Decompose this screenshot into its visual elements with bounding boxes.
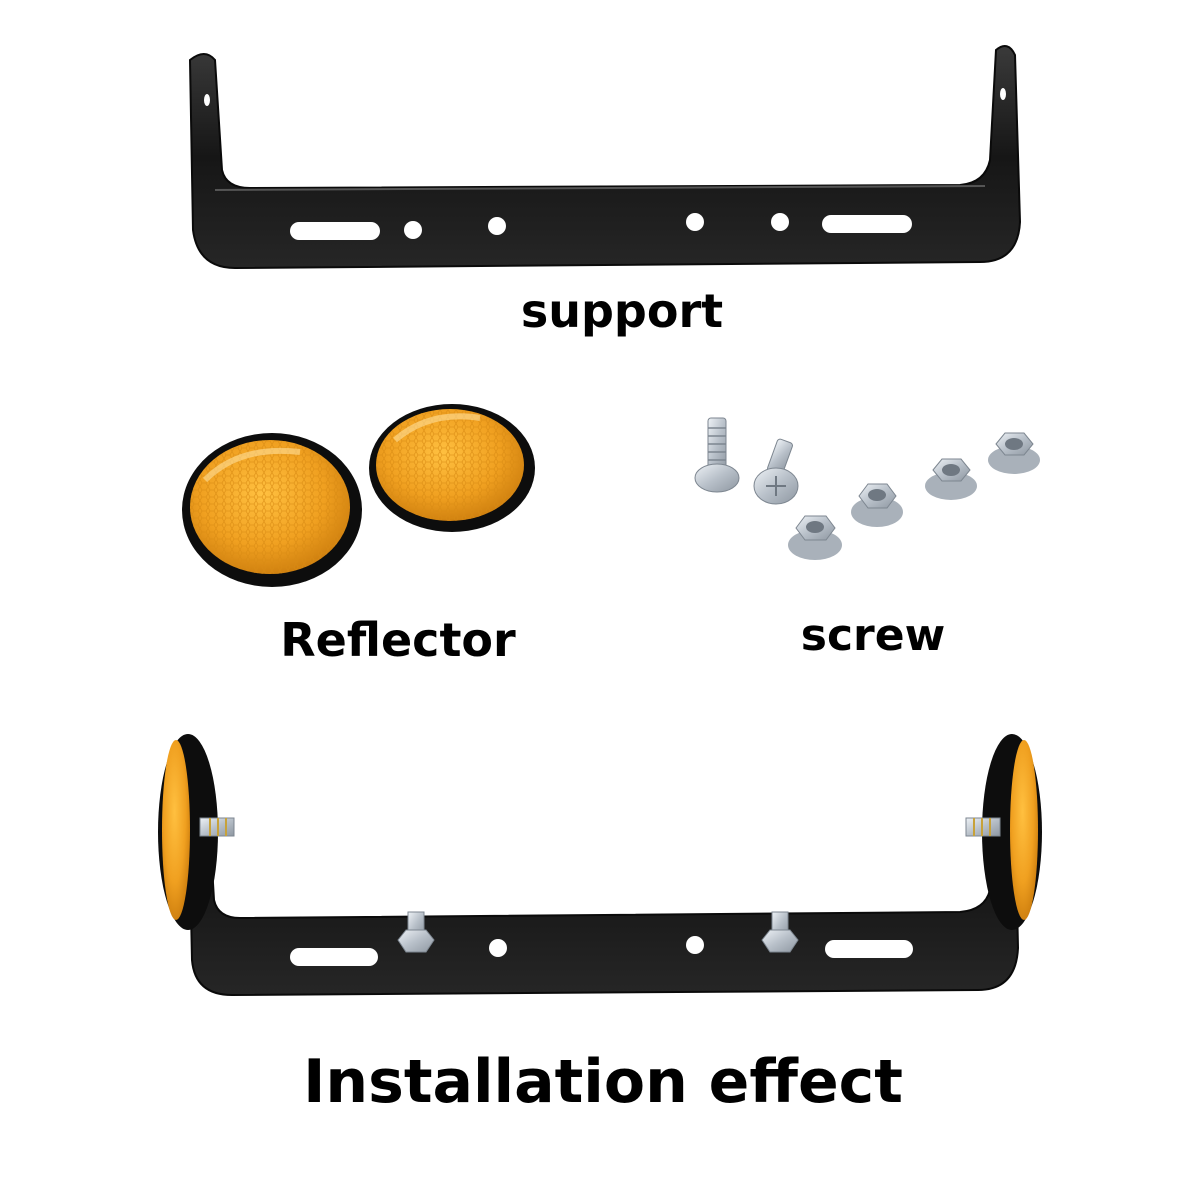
bolt-short — [753, 438, 799, 505]
support-bracket — [188, 45, 1022, 270]
bolt-long — [694, 417, 740, 493]
reflector-caption: Reflector — [280, 613, 516, 667]
flange-nut-2 — [851, 483, 903, 527]
reflector-left — [182, 433, 362, 587]
installation-bracket — [186, 763, 1020, 997]
installed-bolt-right — [761, 911, 799, 953]
installed-reflector-right — [965, 734, 1042, 930]
reflector-right — [369, 404, 535, 532]
flange-nut-3 — [925, 458, 977, 500]
installed-reflector-left — [158, 734, 235, 930]
support-caption: support — [520, 284, 724, 338]
installed-bolt-left — [397, 911, 435, 953]
installation-caption: Installation effect — [303, 1047, 903, 1117]
flange-nut-1 — [788, 515, 842, 560]
screw-caption: screw — [800, 610, 946, 661]
flange-nut-4 — [988, 432, 1040, 474]
